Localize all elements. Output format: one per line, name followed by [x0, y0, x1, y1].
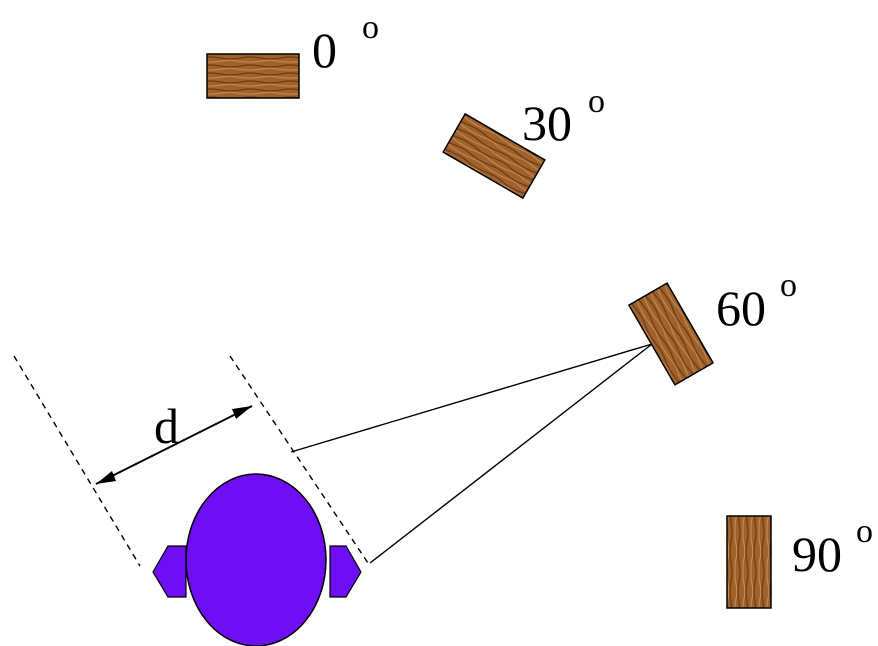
- right-ear-arrow: [329, 545, 362, 598]
- label-90-degrees: 90 o: [792, 513, 873, 582]
- svg-text:o: o: [588, 83, 605, 120]
- distance-arrow: [95, 405, 253, 485]
- ray-to-right-ear: [369, 343, 653, 564]
- block-0-degrees: [206, 53, 300, 99]
- svg-text:o: o: [780, 267, 797, 304]
- label-30-degrees: 30 o: [522, 83, 605, 151]
- svg-text:o: o: [856, 513, 873, 550]
- dashed-boundary-left: [13, 355, 141, 567]
- label-60-degrees: 60 o: [716, 267, 797, 336]
- label-0-degrees: 0 o: [312, 9, 379, 78]
- left-ear-arrow: [152, 545, 187, 598]
- observer-head: [152, 473, 362, 646]
- svg-text:60: 60: [716, 280, 766, 336]
- block-90-degrees: [726, 515, 772, 609]
- svg-text:o: o: [362, 9, 379, 46]
- svg-text:30: 30: [522, 95, 572, 151]
- label-distance: d: [154, 398, 179, 454]
- block-60-degrees: [627, 282, 715, 386]
- dashed-boundary-right: [229, 355, 371, 567]
- svg-text:90: 90: [792, 526, 842, 582]
- svg-text:0: 0: [312, 22, 337, 78]
- block-30-degrees: [442, 112, 546, 200]
- head-circle: [185, 473, 327, 646]
- ray-to-boundary: [290, 343, 653, 453]
